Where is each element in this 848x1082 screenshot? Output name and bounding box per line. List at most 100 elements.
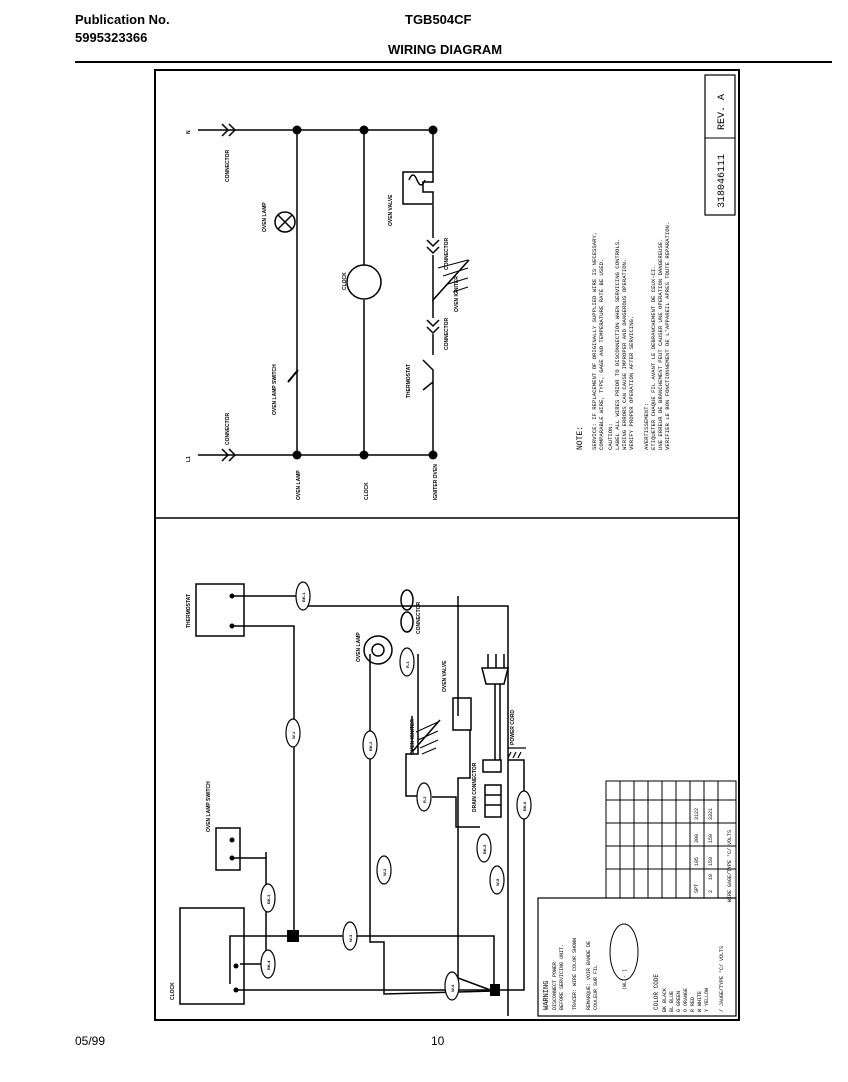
oven-lamp-symbol <box>274 211 296 233</box>
wire-code: BK-5 <box>482 844 487 854</box>
thermostat-symbol <box>422 359 434 398</box>
thermostat-connector-label: CONNECTOR <box>444 317 450 350</box>
power-cord-label: POWER CORD <box>510 710 516 745</box>
oven-lamp-part <box>363 635 393 665</box>
power-cord-plug <box>481 667 509 685</box>
color-code: BL BLUE <box>669 991 675 1012</box>
schematic-junctions <box>292 125 438 460</box>
wire-code-ovals <box>260 581 532 1001</box>
footer-date: 05/99 <box>75 1034 106 1048</box>
branch-clock-label: CLOCK <box>364 482 370 500</box>
oven-valve-label: OVEN VALVE <box>388 194 394 226</box>
gauge-cell: 2 <box>708 890 714 893</box>
warning-line: BEFORE SERVICING UNIT. <box>559 944 565 1010</box>
pictorial-junctions <box>229 593 500 996</box>
doc-number-box <box>704 74 736 216</box>
oven-valve-part-label: OVEN VALVE <box>442 660 448 692</box>
wire-code: W-3 <box>348 934 353 942</box>
wire-code: R-1 <box>405 661 410 668</box>
note-line: WIRING ERRORS CAN CAUSE IMPROPER AND DAN… <box>621 259 628 450</box>
legend-oval <box>609 923 639 981</box>
thermostat-box <box>195 583 245 637</box>
oven-lamp-switch-label: OVEN LAMP SWITCH <box>272 364 278 415</box>
model-number: TGB504CF <box>405 12 472 27</box>
note-line: CAUTION: <box>607 423 614 450</box>
igniter-connector-bottom <box>426 319 440 335</box>
oven-igniter-label: OVEN IGNITER <box>454 276 460 312</box>
drain-connector-part <box>484 784 502 818</box>
doc-number: 318046111 <box>717 154 728 208</box>
diagram-frame <box>154 69 740 1021</box>
gauge-footer: / JAUGE/TYPE °C/ VOLTS <box>719 946 725 1012</box>
connector-top <box>221 123 237 137</box>
footer-page-number: 10 <box>431 1034 445 1048</box>
connector-part-label: CONNECTOR <box>416 601 422 634</box>
gauge-cell: 3321 <box>708 808 714 820</box>
wire-code: W-1 <box>291 731 296 739</box>
connector-part <box>400 589 414 611</box>
color-code: R RED <box>690 997 696 1012</box>
branch-oven-lamp-label: OVEN LAMP <box>296 470 302 500</box>
note-line: VERIFIER LE BON FONCTIONNEMENT DE L'APPA… <box>664 222 671 450</box>
notes-block: NOTE: SERVICE: IF REPLACEMENT OF ORIGINA… <box>576 222 671 450</box>
color-code-title: COLOR CODE <box>653 974 660 1010</box>
clock-box <box>179 907 245 1005</box>
thermostat-part-label: THERMOSTAT <box>186 594 192 628</box>
diagram-title: WIRING DIAGRAM <box>388 42 503 57</box>
branch-oven-label: IGNITER OVEN <box>433 464 439 500</box>
gauge-cell: 105 <box>694 857 700 866</box>
ground-icon <box>507 747 526 759</box>
publication-number: 5995323366 <box>75 30 148 45</box>
wire-code: BK-3 <box>266 894 271 904</box>
note-line: ETIQUETER CHAQUE FIL AVANT LE DEBRANCHEM… <box>650 265 657 450</box>
wire-code: W-5 <box>495 878 500 886</box>
warning-line: REMARQUE: VOIR BANDE DE <box>586 941 592 1010</box>
wire-code: BK-2 <box>368 741 373 751</box>
oven-lamp-part-label: OVEN LAMP <box>356 632 362 662</box>
oven-lamp-switch-part-label: OVEN LAMP SWITCH <box>206 781 212 832</box>
pictorial-igniter-hatch <box>415 721 439 755</box>
color-code: G GREEN <box>676 991 682 1012</box>
gauge-cell: 300 <box>694 834 700 843</box>
color-code: O ORANGE <box>683 988 689 1012</box>
igniter-hatch <box>437 259 469 293</box>
igniter-connector-top <box>426 239 440 255</box>
color-code: BK BLACK <box>662 988 668 1012</box>
igniter-connector-label: CONNECTOR <box>444 237 450 270</box>
oven-igniter-part <box>411 716 441 754</box>
color-code: W WHITE <box>697 991 703 1012</box>
schematic-diagram <box>198 123 470 462</box>
oven-lamp-label: OVEN LAMP <box>262 202 268 232</box>
warning-title: WARNING <box>543 981 551 1010</box>
wire-code: BK-4 <box>266 960 271 970</box>
header-rule <box>75 61 832 63</box>
wire-code-labels: BK-1 W-1 BK-2 R-1 W-2 BK-3 W-3 BK-4 W-4 … <box>266 592 527 992</box>
oven-igniter-part-label: OVEN IGNITER <box>410 719 416 755</box>
clock-part-label: CLOCK <box>170 982 176 1000</box>
thermostat-label: THERMOSTAT <box>406 364 412 398</box>
note-line: COMPARABLE WIRE, TYPE, GAGE AND TEMPERAT… <box>598 259 605 450</box>
warning-line: DISCONNECT POWER <box>552 962 558 1010</box>
n-label: N <box>186 130 192 134</box>
publication-label: Publication No. <box>75 12 170 27</box>
clock-symbol <box>346 264 382 300</box>
oven-valve-part <box>452 697 472 731</box>
color-code: Y YELLOW <box>704 988 710 1012</box>
gauge-cell: 18 <box>708 874 714 880</box>
wire-code: BK-6 <box>522 801 527 811</box>
clock-label: CLOCK <box>342 272 348 290</box>
lamp-switch-symbol <box>287 369 299 383</box>
gauge-cell: 3122 <box>694 808 700 820</box>
connector-label-bottom: CONNECTOR <box>225 412 231 445</box>
gauge-table <box>605 780 737 899</box>
warning-text: WARNING DISCONNECT POWER BEFORE SERVICIN… <box>543 830 733 1012</box>
note-line: SERVICE: IF REPLACEMENT OF ORIGINALLY SU… <box>591 232 598 450</box>
notes-title: NOTE: <box>576 426 585 450</box>
warning-line: TRACER: WIRE COLOR SHOWN <box>572 938 578 1010</box>
note-line: LABEL ALL WIRES PRIOR TO DISCONNECTION W… <box>614 239 621 450</box>
gauge-cell: 150 <box>708 834 714 843</box>
wire-code: W-2 <box>382 868 387 876</box>
wire-code: R-2 <box>422 796 427 803</box>
wire-code: BK-1 <box>301 592 306 602</box>
